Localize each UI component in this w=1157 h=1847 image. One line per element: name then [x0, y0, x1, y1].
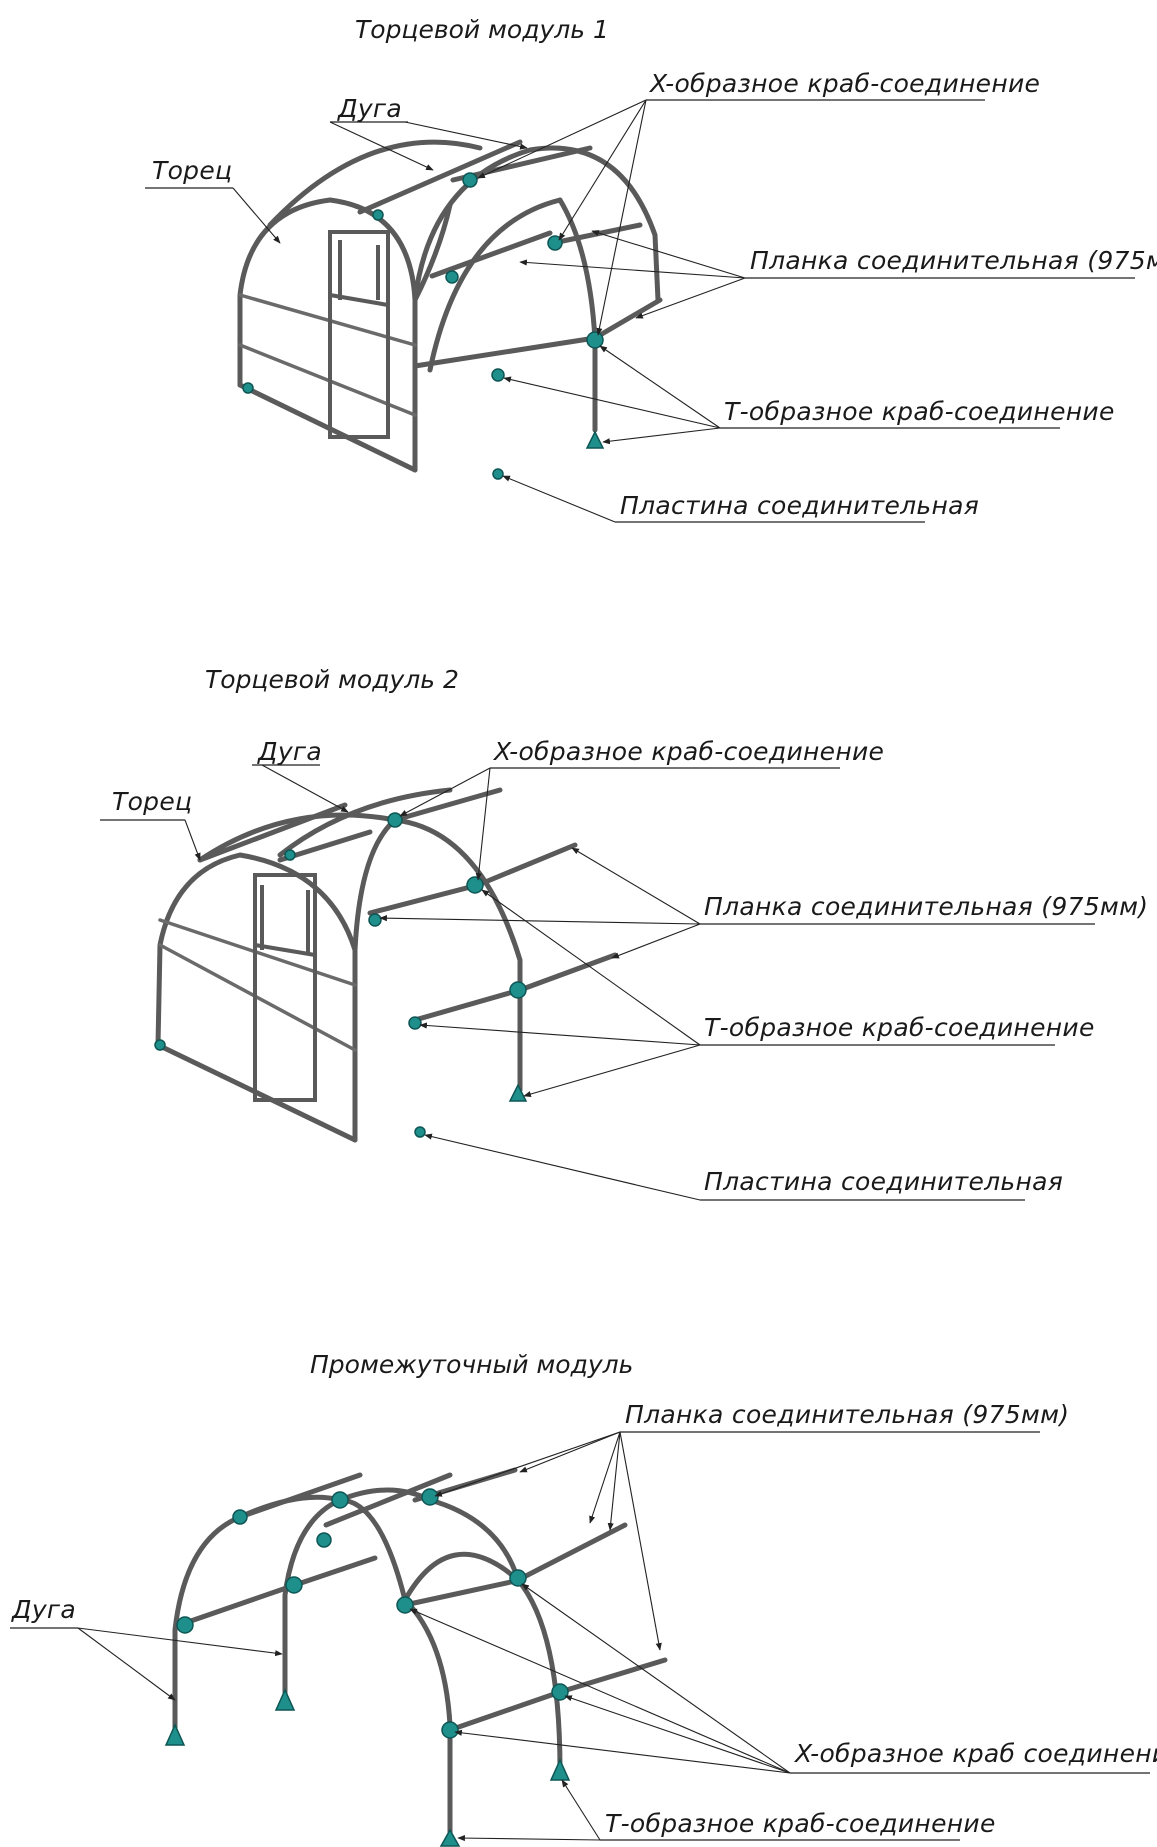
connecting-plate: [414, 1126, 426, 1138]
label-t-crab: Т-образное краб-соединение: [605, 1809, 996, 1838]
module-3-title: Промежуточный модуль: [310, 1350, 633, 1379]
connecting-plate: [242, 382, 254, 394]
crab-joints: [242, 172, 605, 480]
crab-joints: [164, 1488, 571, 1847]
intermediate-module: Промежуточный модуль: [10, 1350, 1157, 1847]
x-crab-joint: [421, 1488, 439, 1506]
x-crab-joint: [509, 981, 527, 999]
label-arc: Дуга: [257, 737, 322, 766]
x-crab-joint: [387, 812, 403, 828]
x-crab-joint: [586, 331, 604, 349]
label-plank: Планка соединительная (975мм): [704, 892, 1148, 921]
t-crab-joint: [445, 270, 459, 284]
x-crab-joint: [466, 876, 484, 894]
planks: [357, 139, 663, 369]
t-crab-joint: [585, 430, 605, 449]
label-plank: Планка соединительная (975мм): [750, 246, 1157, 275]
callouts: Дуга Торец X-образное краб-соединение Пл…: [100, 737, 1148, 1201]
callouts: Планка соединительная (975мм) Дуга X-обр…: [10, 1400, 1157, 1842]
t-crab-joint: [285, 1576, 303, 1594]
t-crab-joint: [274, 1688, 296, 1711]
end-module-2: Торцевой модуль 2: [100, 665, 1148, 1201]
t-crab-joint: [491, 368, 505, 382]
t-crab-joint: [284, 849, 296, 861]
label-x-crab: X-образное краб-соединение: [648, 69, 1040, 98]
module-1-title: Торцевой модуль 1: [355, 15, 609, 44]
end-frame: [237, 197, 418, 473]
label-plank: Планка соединительная (975мм): [625, 1400, 1069, 1429]
t-crab-joint: [508, 1083, 528, 1102]
t-crab-joint: [439, 1828, 461, 1847]
module-2-title: Торцевой модуль 2: [205, 665, 459, 694]
door: [328, 230, 390, 439]
arcs: [172, 1487, 563, 1843]
planks: [182, 1467, 668, 1733]
door: [253, 873, 317, 1102]
end-module-1: Торцевой модуль 1: [145, 15, 1157, 523]
arcs: [197, 787, 523, 1093]
x-crab-joint: [331, 1491, 349, 1509]
planks: [197, 787, 618, 1023]
callouts: Дуга Торец X-образное краб-соединение Пл…: [145, 69, 1157, 523]
label-end: Торец: [112, 787, 192, 816]
x-crab-joint: [462, 172, 478, 188]
label-t-crab: Т-образное краб-соединение: [704, 1013, 1095, 1042]
t-crab-joint: [408, 1016, 422, 1030]
t-crab-joint: [441, 1721, 459, 1739]
t-crab-joint: [176, 1616, 194, 1634]
x-crab-joint: [509, 1569, 527, 1587]
label-t-crab: Т-образное краб-соединение: [724, 397, 1115, 426]
label-x-crab: X-образное краб соединение: [793, 1739, 1157, 1768]
t-crab-joint: [164, 1723, 186, 1746]
x-crab-joint: [316, 1532, 332, 1548]
label-plate: Пластина соединительная: [620, 491, 979, 520]
crab-joints: [154, 812, 528, 1138]
label-x-crab: X-образное краб-соединение: [492, 737, 884, 766]
connecting-plate: [154, 1039, 166, 1051]
label-arc: Дуга: [11, 1595, 76, 1624]
connecting-plate: [492, 468, 504, 480]
t-crab-joint: [549, 1758, 571, 1781]
label-end: Торец: [152, 156, 232, 185]
t-crab-joint: [551, 1683, 569, 1701]
arcs: [267, 139, 661, 433]
t-crab-joint: [372, 209, 384, 221]
x-crab-joint: [396, 1596, 414, 1614]
label-arc: Дуга: [337, 94, 402, 123]
x-crab-joint: [232, 1509, 248, 1525]
label-plate: Пластина соединительная: [704, 1167, 1063, 1196]
t-crab-joint: [368, 913, 382, 927]
x-crab-joint: [547, 235, 563, 251]
